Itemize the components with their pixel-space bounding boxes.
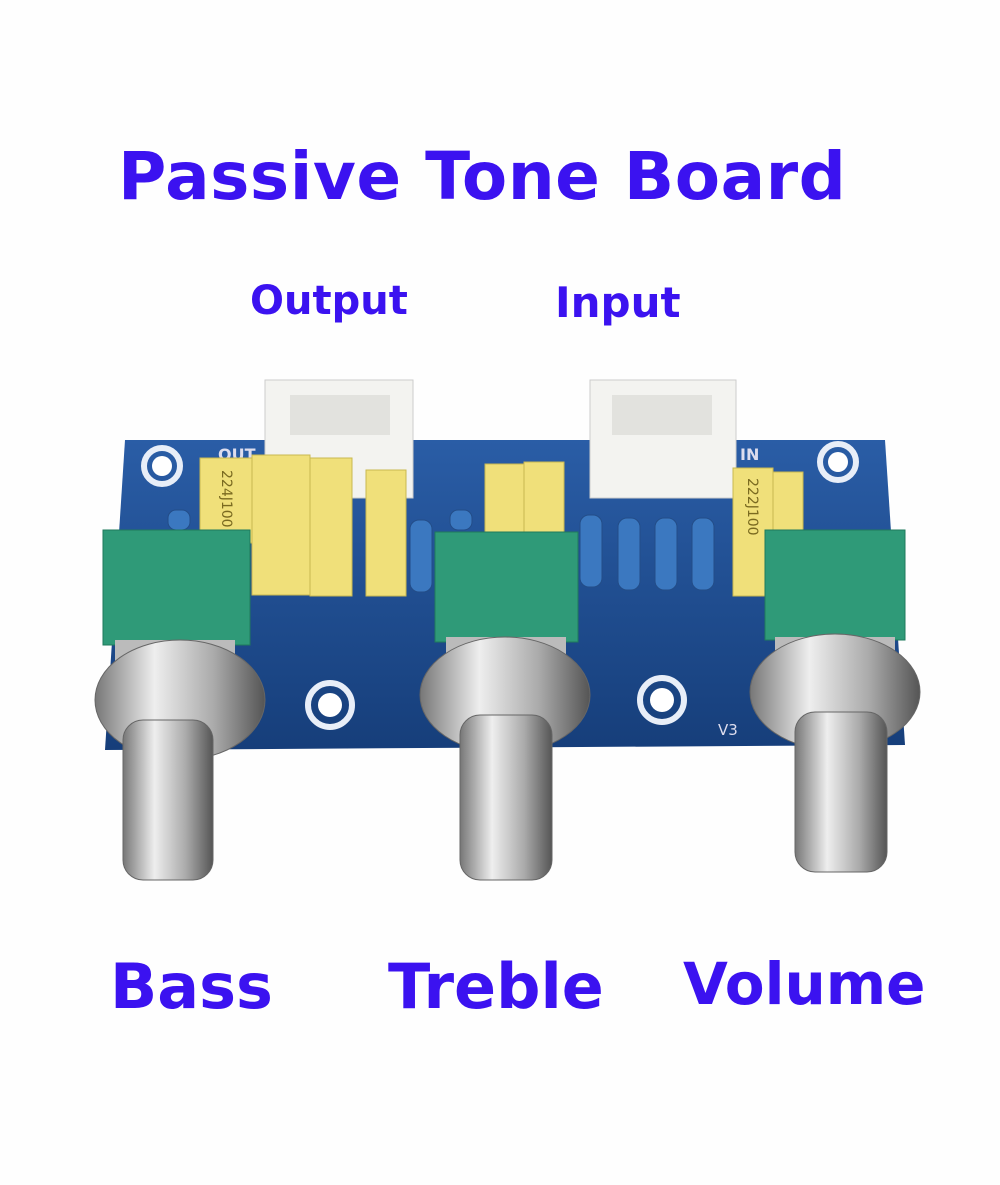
capacitor-marking: 224J100: [218, 470, 234, 528]
volume-label: Volume: [683, 950, 926, 1018]
mounting-holes: [141, 441, 859, 730]
silkscreen-version: V3: [718, 721, 738, 739]
treble-label: Treble: [388, 950, 604, 1023]
capacitor-marking: 222J100: [744, 478, 760, 536]
output-label: Output: [250, 278, 408, 324]
bass-label: Bass: [110, 950, 273, 1023]
resistors: [167, 509, 715, 593]
page-title: Passive Tone Board: [118, 138, 847, 215]
input-label: Input: [555, 278, 681, 327]
silkscreen-in: IN: [740, 445, 759, 464]
capacitors: [199, 454, 804, 597]
input-connector: [589, 379, 737, 499]
